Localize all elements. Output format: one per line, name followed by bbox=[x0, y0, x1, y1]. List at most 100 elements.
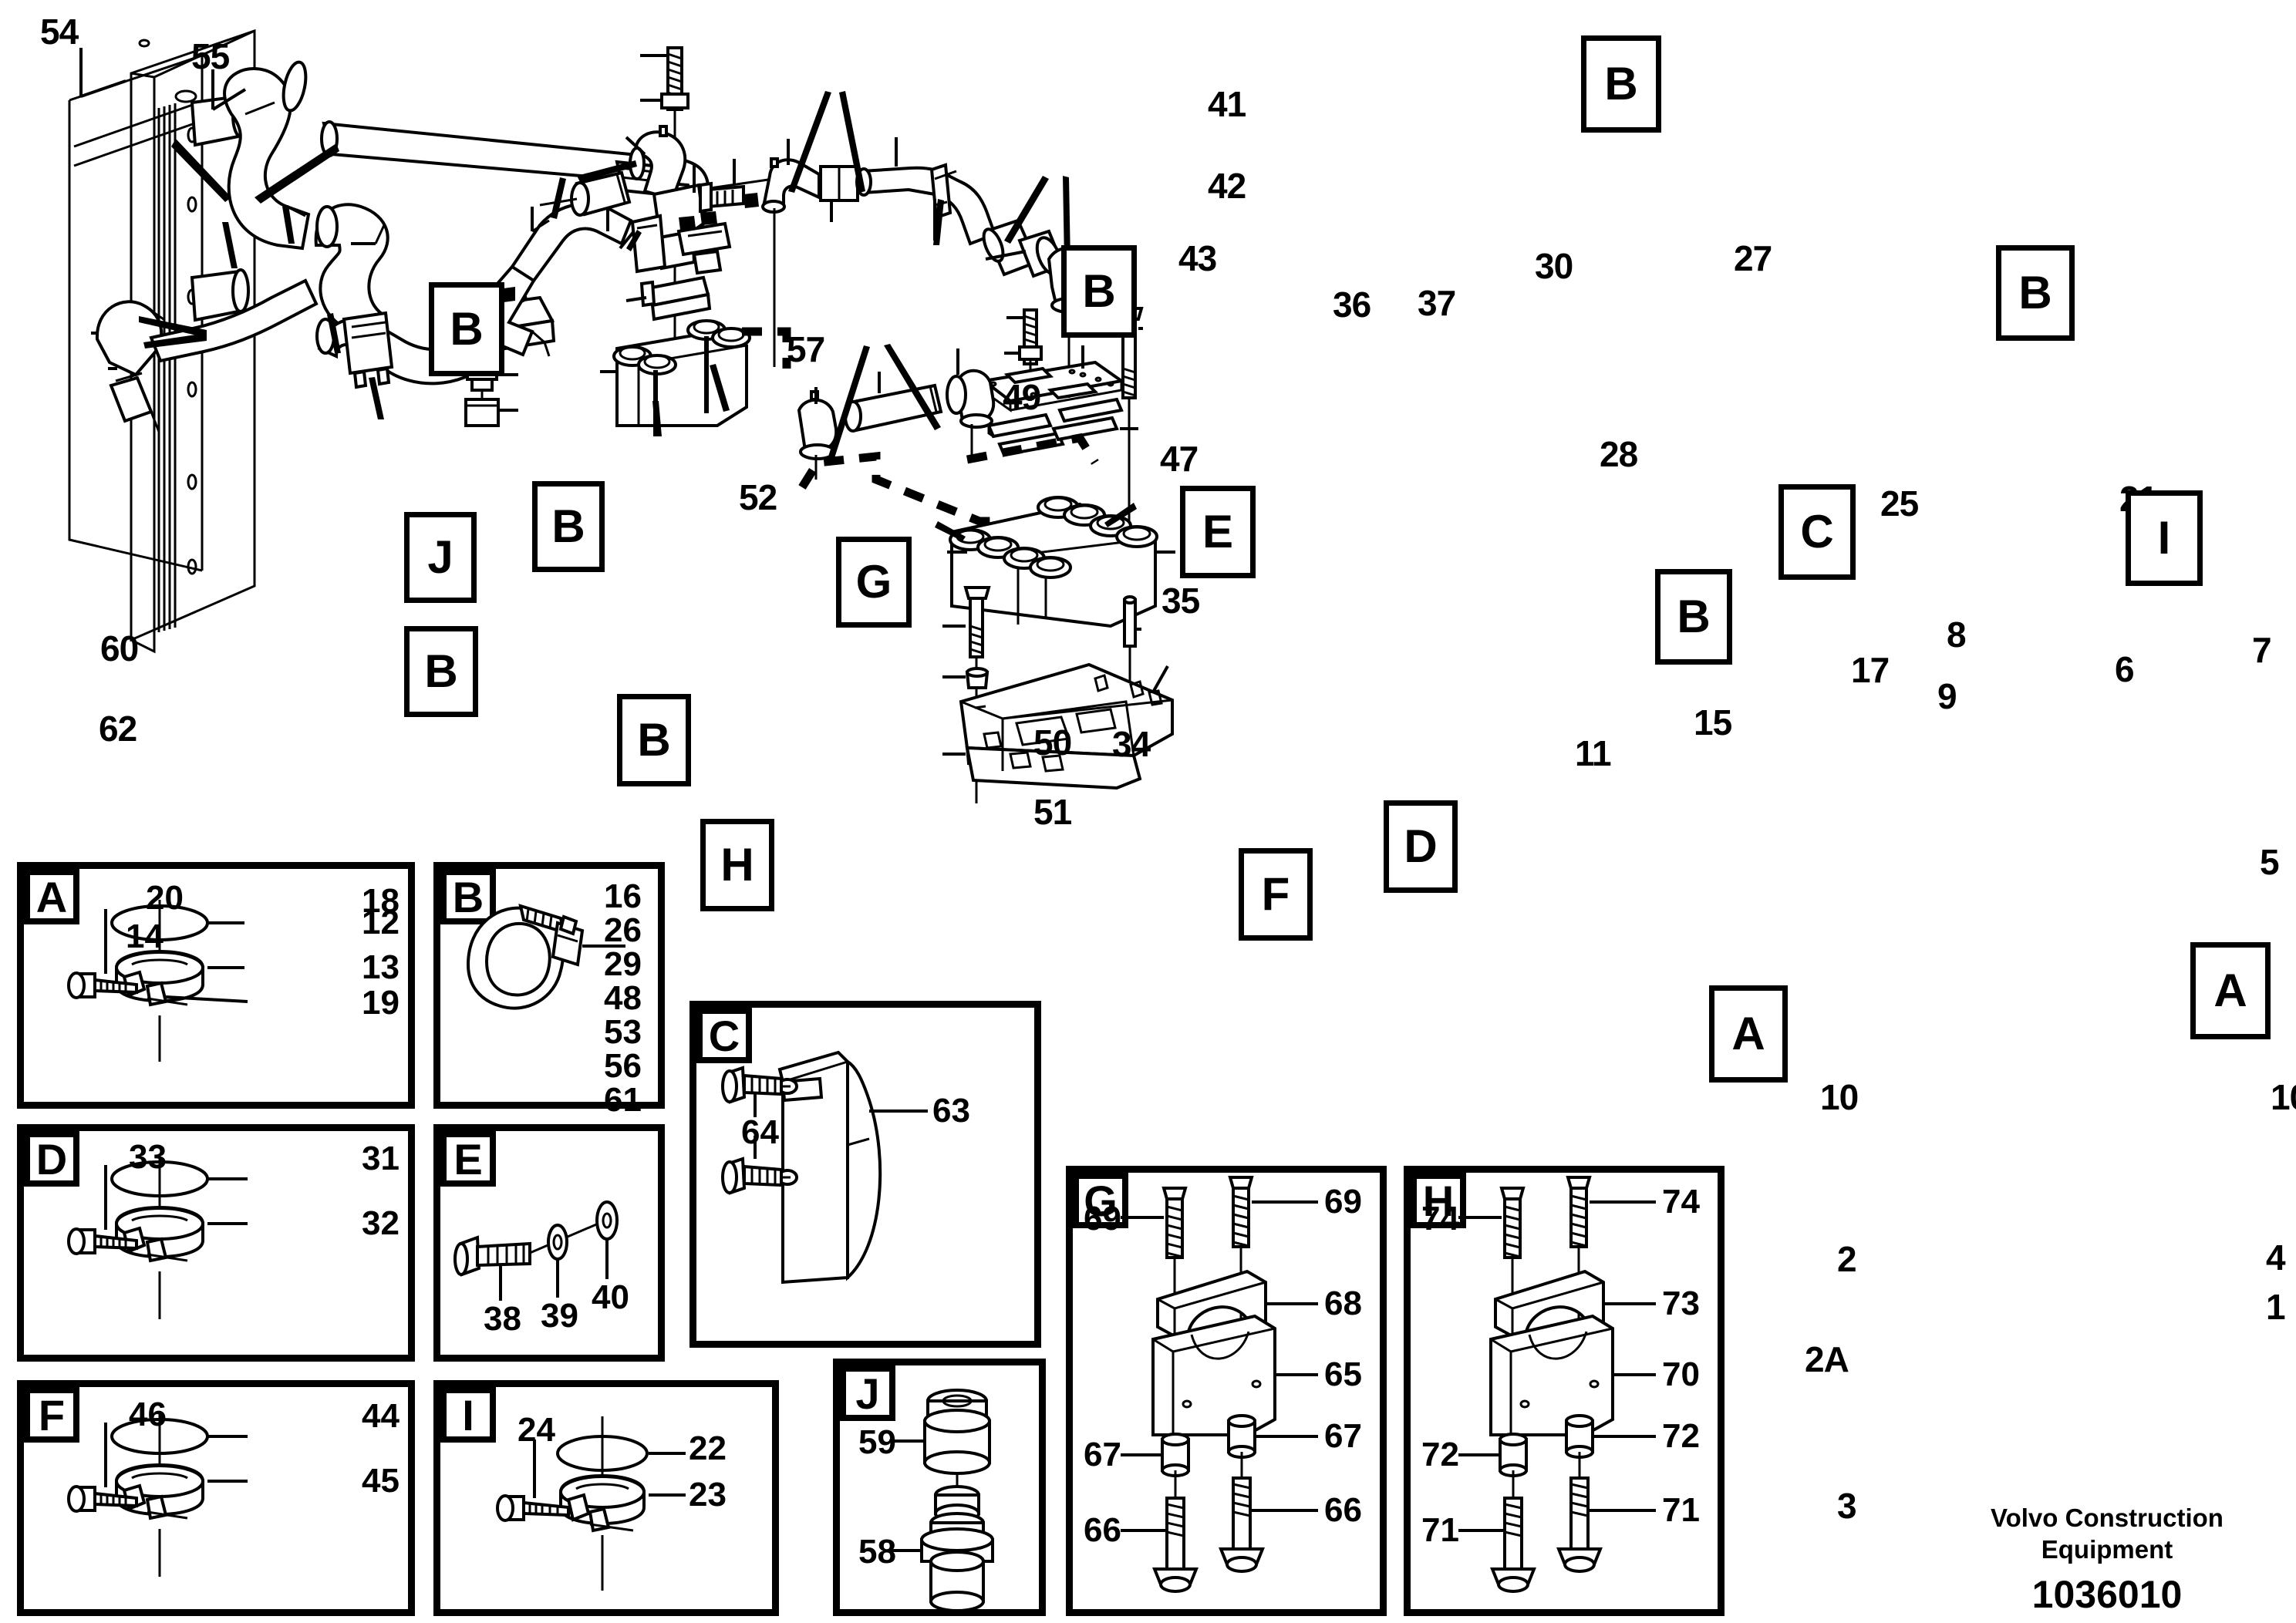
callout-47: 47 bbox=[1160, 439, 1199, 479]
panel-H-num-71b: 71 bbox=[1662, 1491, 1700, 1529]
tank-10 bbox=[935, 496, 1175, 628]
detail-panel-G: G bbox=[1066, 1166, 1387, 1616]
panel-B-num-29: 29 bbox=[604, 945, 642, 983]
panel-F-tag: F bbox=[24, 1387, 79, 1443]
panel-H-num-70: 70 bbox=[1662, 1355, 1700, 1393]
key-flag-H-main[interactable]: H bbox=[700, 819, 774, 911]
callout-52: 52 bbox=[739, 477, 777, 517]
callout-55: 55 bbox=[191, 36, 230, 76]
panel-J-num-58: 58 bbox=[858, 1533, 896, 1571]
key-flag-B-sleeve25[interactable]: B bbox=[1996, 245, 2075, 341]
detail-panel-C: C 64 63 bbox=[689, 1001, 1041, 1348]
callout-5: 5 bbox=[2260, 842, 2280, 882]
key-flag-B-sleeve47[interactable]: B bbox=[1061, 245, 1137, 338]
detail-panel-E: E 38 39 40 bbox=[433, 1124, 665, 1362]
panel-G-num-66a: 66 bbox=[1084, 1511, 1121, 1549]
panel-H-art bbox=[1458, 1176, 1656, 1593]
panel-A-num-20: 20 bbox=[146, 879, 184, 917]
callout-41: 41 bbox=[1208, 84, 1246, 124]
callout-10-left: 10 bbox=[1820, 1077, 1859, 1117]
hose-52 bbox=[314, 203, 389, 342]
bracket-36 bbox=[619, 159, 759, 275]
detail-panel-D: D 33 31 32 bbox=[17, 1124, 415, 1362]
callout-15: 15 bbox=[1694, 702, 1732, 742]
panel-G-num-69a: 69 bbox=[1084, 1200, 1121, 1237]
key-flag-A-left[interactable]: A bbox=[1709, 985, 1788, 1083]
key-flag-B-lowerpipe[interactable]: B bbox=[617, 694, 691, 786]
panel-B-num-61: 61 bbox=[604, 1081, 642, 1119]
panel-G-num-68: 68 bbox=[1324, 1285, 1362, 1322]
panel-D-num-31: 31 bbox=[362, 1140, 400, 1177]
panel-J-tag: J bbox=[840, 1365, 895, 1421]
callout-51: 51 bbox=[1033, 792, 1072, 832]
panel-J-art bbox=[889, 1389, 994, 1612]
detail-panel-A: A 20 14 18 12 13 19 bbox=[17, 862, 415, 1109]
key-flag-F[interactable]: F bbox=[1239, 848, 1313, 941]
elbow-17 bbox=[946, 349, 996, 463]
brand-line-1: Volvo Construction bbox=[1991, 1503, 2224, 1532]
stud-8-nut-9 bbox=[1004, 308, 1043, 401]
callout-57: 57 bbox=[787, 329, 825, 369]
key-flag-J[interactable]: J bbox=[404, 512, 477, 603]
brand-line-2: Equipment bbox=[2041, 1535, 2173, 1564]
panel-E-num-38: 38 bbox=[484, 1300, 521, 1338]
part-reference-number: 1036010 bbox=[2031, 1572, 2183, 1616]
panel-G-num-66b: 66 bbox=[1324, 1491, 1362, 1529]
panel-G-num-67a: 67 bbox=[1084, 1436, 1121, 1473]
callout-1: 1 bbox=[2266, 1287, 2286, 1327]
callout-2A: 2A bbox=[1805, 1339, 1849, 1379]
panel-B-num-53: 53 bbox=[604, 1013, 642, 1051]
key-flag-stems bbox=[139, 91, 1123, 458]
panel-G-art bbox=[1121, 1176, 1318, 1593]
elbow-43 bbox=[625, 125, 687, 201]
panel-E-tag: E bbox=[440, 1131, 496, 1187]
pipe-27 bbox=[855, 137, 997, 246]
panel-A-num-12: 12 bbox=[362, 904, 400, 941]
key-flag-A-right[interactable]: A bbox=[2190, 942, 2271, 1039]
brand-block: Volvo Construction Equipment 1036010 bbox=[1968, 1502, 2246, 1617]
callout-10-right: 10 bbox=[2271, 1077, 2296, 1117]
callout-2: 2 bbox=[1837, 1239, 1857, 1279]
panel-D-num-33: 33 bbox=[129, 1138, 167, 1176]
key-flag-B-hose52[interactable]: B bbox=[532, 481, 605, 572]
panel-J-num-59: 59 bbox=[858, 1423, 896, 1461]
panel-E-art bbox=[453, 1200, 619, 1301]
callout-28: 28 bbox=[1600, 434, 1638, 474]
panel-I-tag: I bbox=[440, 1387, 496, 1443]
panel-E-num-39: 39 bbox=[541, 1297, 578, 1335]
panel-I-art bbox=[496, 1416, 686, 1591]
callout-42: 42 bbox=[1208, 166, 1246, 206]
key-flag-B-sleeve15[interactable]: B bbox=[1655, 569, 1732, 665]
panel-B-tag: B bbox=[440, 869, 496, 924]
tank-10-ports bbox=[949, 496, 1158, 579]
key-flag-B-radiator[interactable]: B bbox=[429, 282, 504, 376]
panel-D-num-32: 32 bbox=[362, 1204, 400, 1242]
panel-I-num-22: 22 bbox=[689, 1429, 727, 1467]
panel-A-num-13: 13 bbox=[362, 948, 400, 986]
callout-25: 25 bbox=[1880, 483, 1919, 524]
callout-50: 50 bbox=[1033, 722, 1072, 763]
callout-43: 43 bbox=[1178, 238, 1217, 278]
detail-panel-I: I 24 22 23 bbox=[433, 1380, 779, 1616]
detail-panel-B: B 16 26 29 48 53 56 61 bbox=[433, 862, 665, 1117]
panel-E-num-40: 40 bbox=[592, 1278, 629, 1316]
key-flag-I-main[interactable]: I bbox=[2126, 490, 2203, 586]
panel-C-num-64: 64 bbox=[741, 1113, 779, 1151]
key-flag-B-elbow30[interactable]: B bbox=[1581, 35, 1661, 133]
sleeve-47 bbox=[539, 170, 632, 231]
key-flag-D[interactable]: D bbox=[1384, 800, 1458, 893]
key-flag-C[interactable]: C bbox=[1778, 484, 1856, 580]
key-flag-G[interactable]: G bbox=[836, 537, 912, 628]
plate-35 bbox=[625, 275, 712, 322]
panel-A-art bbox=[67, 900, 248, 1062]
panel-B-num-56: 56 bbox=[604, 1047, 642, 1085]
panel-D-tag: D bbox=[24, 1131, 79, 1187]
callout-60: 60 bbox=[100, 628, 139, 668]
key-flag-E[interactable]: E bbox=[1180, 486, 1256, 578]
panel-A-tag: A bbox=[24, 869, 79, 924]
panel-A-num-19: 19 bbox=[362, 984, 400, 1022]
clamp-block-H bbox=[342, 311, 394, 389]
callout-7: 7 bbox=[2252, 630, 2272, 670]
key-flag-B-hose60[interactable]: B bbox=[404, 626, 478, 717]
